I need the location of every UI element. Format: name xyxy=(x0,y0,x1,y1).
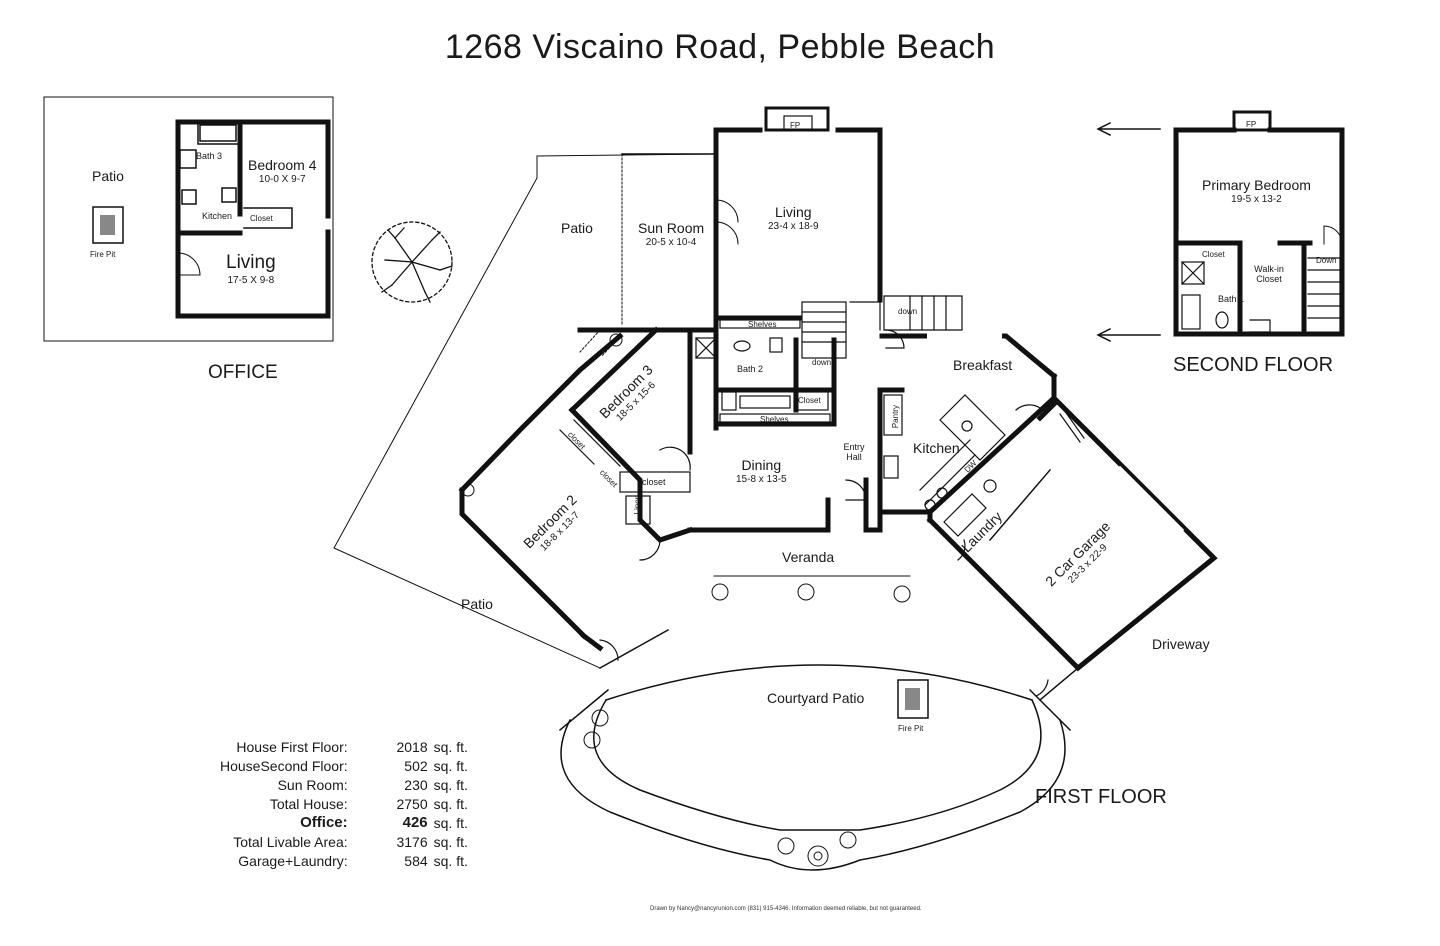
dining-label: Dining 15-8 x 13-5 xyxy=(736,457,787,486)
second-floor-walls xyxy=(1173,127,1345,337)
closet-label-3: closet xyxy=(642,477,666,487)
office-patio-label: Patio xyxy=(92,168,124,184)
area-label: Total House: xyxy=(269,796,348,812)
entry-hall-label: Entry Hall xyxy=(843,442,865,463)
linen-label: Linen xyxy=(633,494,643,515)
courtyard-label: Courtyard Patio xyxy=(767,690,865,706)
area-unit: sq. ft. xyxy=(433,739,468,755)
stairs xyxy=(801,295,963,359)
office-closet-label: Closet xyxy=(250,214,273,223)
area-label: Garage+Laundry: xyxy=(238,853,348,869)
footer-credit: Drawn by Nancy@nancyrunion.com (831) 915… xyxy=(650,906,922,912)
planter-icons xyxy=(583,583,911,867)
second-fp xyxy=(1232,110,1272,132)
veranda-label: Veranda xyxy=(782,549,835,565)
area-value: 3176 xyxy=(396,834,428,850)
second-closet-label: Closet xyxy=(1202,250,1225,259)
first-floor-section-label: FIRST FLOOR xyxy=(1035,786,1167,808)
dining-dim: 15-8 x 13-5 xyxy=(736,474,787,486)
courtyard-fire-pit-icon xyxy=(897,679,929,719)
area-value: 426 xyxy=(402,814,428,831)
bath3-label: Bath 3 xyxy=(196,151,223,161)
area-row: Total House: 2750 sq. ft. xyxy=(220,795,468,814)
second-fp-label: FP xyxy=(1246,120,1257,129)
area-row: Office: 426 sq. ft. xyxy=(220,814,468,833)
office-walls xyxy=(175,119,331,319)
second-floor-section-label: SECOND FLOOR xyxy=(1173,354,1334,376)
page-title: 1268 Viscaino Road, Pebble Beach xyxy=(444,28,996,66)
area-row: HouseSecond Floor: 502 sq. ft. xyxy=(220,757,468,776)
second-down-label: Down xyxy=(1316,256,1337,265)
sun-room-name: Sun Room xyxy=(638,220,705,236)
dining-name: Dining xyxy=(741,457,782,473)
courtyard-patio xyxy=(558,575,1080,871)
area-label: HouseSecond Floor: xyxy=(220,758,348,774)
office-lot-outline xyxy=(43,96,334,342)
arrow-left-icon xyxy=(1096,121,1161,343)
main-house-walls xyxy=(458,326,1218,672)
walkin-closet-label: Walk-in Closet xyxy=(1254,264,1284,285)
sun-room-dim: 20-5 x 10-4 xyxy=(645,237,697,249)
patio-top-label: Patio xyxy=(561,220,593,236)
area-value: 230 xyxy=(404,777,428,793)
area-row: Total Livable Area: 3176 sq. ft. xyxy=(220,833,468,852)
area-label: Total Livable Area: xyxy=(233,834,348,850)
breakfast-label: Breakfast xyxy=(953,357,1013,373)
first-fp-label: FP xyxy=(790,121,801,130)
sun-room-label: Sun Room 20-5 x 10-4 xyxy=(638,220,704,249)
office-living-label: Living 17-5 X 9-8 xyxy=(226,252,276,286)
shelves-label-2: Shelves xyxy=(760,415,789,424)
first-living-label: Living 23-4 x 18-9 xyxy=(768,204,819,233)
bedroom4-dim: 10-0 X 9-7 xyxy=(258,174,306,186)
area-row: House First Floor: 2018 sq. ft. xyxy=(220,738,468,757)
courtyard-fire-pit-label: Fire Pit xyxy=(898,724,924,733)
tree-icon xyxy=(371,221,453,303)
area-value: 502 xyxy=(404,758,428,774)
area-unit: sq. ft. xyxy=(433,853,468,869)
first-living-dim: 23-4 x 18-9 xyxy=(768,221,819,233)
office-fire-pit-icon xyxy=(92,206,124,244)
area-unit: sq. ft. xyxy=(433,777,468,793)
area-label: House First Floor: xyxy=(236,739,348,755)
down-label-2: down xyxy=(812,358,832,367)
area-value: 2750 xyxy=(396,796,428,812)
office-fire-pit-label: Fire Pit xyxy=(90,250,116,259)
bath1-label: Bath 1 xyxy=(1218,294,1245,304)
primary-bedroom-label: Primary Bedroom 19-5 x 13-2 xyxy=(1202,177,1311,206)
first-living-name: Living xyxy=(775,204,812,220)
area-unit: sq. ft. xyxy=(433,796,468,812)
office-living-name: Living xyxy=(226,252,276,273)
patio-left-label: Patio xyxy=(461,596,493,612)
kitchen-label: Kitchen xyxy=(913,440,960,456)
shelves-label-1: Shelves xyxy=(748,320,777,329)
area-label: Office: xyxy=(300,814,348,831)
area-value: 584 xyxy=(404,853,428,869)
down-label-1: down xyxy=(898,307,918,316)
area-unit: sq. ft. xyxy=(433,834,468,850)
area-value: 2018 xyxy=(396,739,428,755)
hall-closet-label: Closet xyxy=(798,396,821,405)
area-unit: sq. ft. xyxy=(433,815,468,831)
area-row: Sun Room: 230 sq. ft. xyxy=(220,776,468,795)
driveway-label: Driveway xyxy=(1152,636,1210,652)
bedroom4-label: Bedroom 4 10-0 X 9-7 xyxy=(248,157,316,186)
bath2-label: Bath 2 xyxy=(737,364,764,374)
office-living-dim: 17-5 X 9-8 xyxy=(227,274,275,286)
area-label: Sun Room: xyxy=(277,777,348,793)
office-section-label: OFFICE xyxy=(208,362,278,383)
pantry-label: Pantry xyxy=(890,405,900,429)
bedroom4-name: Bedroom 4 xyxy=(248,157,317,173)
primary-bedroom-dim: 19-5 x 13-2 xyxy=(1231,194,1282,206)
area-row: Garage+Laundry: 584 sq. ft. xyxy=(220,852,468,871)
primary-bedroom-name: Primary Bedroom xyxy=(1202,177,1311,193)
office-kitchen-label: Kitchen xyxy=(202,211,233,221)
area-unit: sq. ft. xyxy=(433,758,468,774)
